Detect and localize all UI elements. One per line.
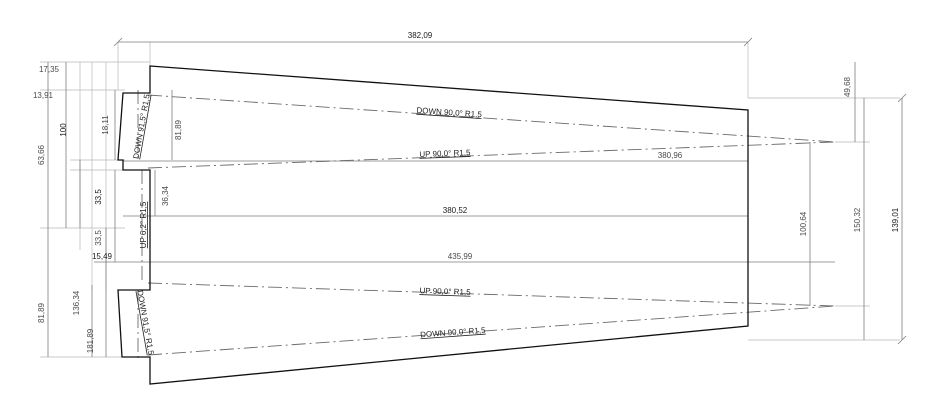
bend-label-down-top: DOWN 90,0° R1,5 [416,106,482,119]
dim-center-offset: 36,34 [161,185,170,206]
dim-middle-length: 380,52 [443,206,468,215]
dim-apex-length: 435,99 [448,252,473,261]
dim-inner-offset: 15,49 [92,252,113,261]
dim-right-span: 150,32 [853,207,862,232]
dim-bend-to-center: 81,89 [174,119,183,140]
bend-lines [137,90,836,358]
dim-lower-left-c: 181,89 [86,328,95,353]
bend-label-tab-top: DOWN 91,5° R1,5 [131,93,151,160]
dim-upper-right-offset: 49,68 [843,76,852,97]
bend-label-up-lower: UP 90,0° R1,5 [419,286,471,297]
dimension-lines [47,37,907,357]
bend-label-down-bottom: DOWN 90,0° R1,5 [420,326,486,340]
dim-tab-gap-lower: 33,5 [94,230,103,246]
bend-label-up-upper: UP 90,0° R1,5 [419,148,471,159]
dim-height-100: 100 [59,123,68,137]
dim-tab-offset: 13,91 [33,91,54,100]
dim-top-offset: 17,35 [39,65,60,74]
bend-label-tab-middle: UP 6,2° R1,5 [139,201,148,248]
dim-tab-height: 18,11 [101,115,110,135]
dim-lower-left-a: 81,89 [37,302,46,323]
dim-tab-gap-upper: 33,5 [94,189,103,205]
dim-apex-span: 100,64 [799,211,808,236]
part-outline [117,65,749,385]
dim-upper-bend-length: 380,96 [658,151,683,160]
dim-total-height: 139,01 [891,207,900,232]
dim-lower-left-b: 136,34 [72,290,81,315]
dim-left-total: 63,66 [37,144,46,165]
dim-overall-width: 382,09 [408,31,433,40]
